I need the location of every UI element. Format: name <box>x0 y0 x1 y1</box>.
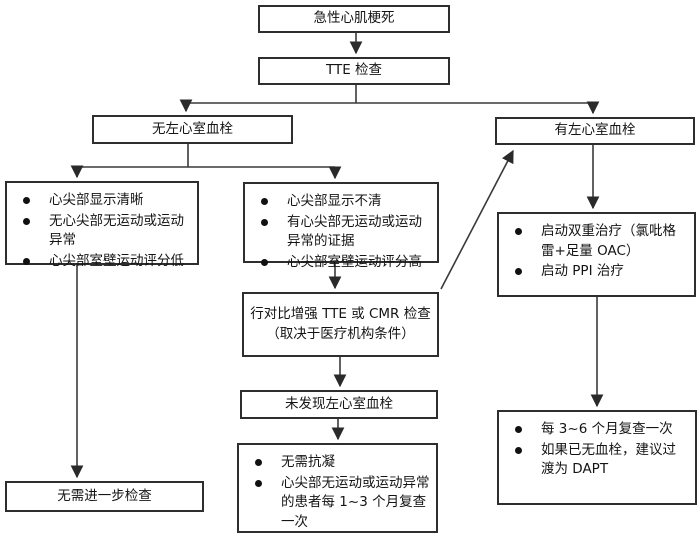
bullet-item: 如果已无血栓，建议过渡为 DAPT <box>499 441 689 480</box>
node-mid-criteria: 心尖部显示不清 有心尖部无运动或运动异常的证据 心尖部室壁运动评分高 <box>243 182 439 270</box>
bullet-item: 有心尖部无运动或运动异常的证据 <box>245 213 431 252</box>
no-anticoagulation-list: 无需抗凝 心尖部无运动或运动异常的患者每 1~3 个月复查一次 <box>239 445 436 540</box>
node-contrast-exam-line2: （取决于医疗机构条件） <box>266 325 415 342</box>
node-left-criteria: 心尖部显示清晰 无心尖部无运动或运动异常 心尖部室壁运动评分低 <box>5 181 199 269</box>
node-lv-thrombus: 有左心室血栓 <box>495 117 695 145</box>
followup-list: 每 3~6 个月复查一次 如果已无血栓，建议过渡为 DAPT <box>499 412 695 488</box>
node-contrast-exam: 行对比增强 TTE 或 CMR 检查 （取决于医疗机构条件） <box>242 292 439 357</box>
node-lv-thrombus-label: 有左心室血栓 <box>554 122 636 139</box>
bullet-item: 心尖部室壁运动评分高 <box>245 253 431 273</box>
bullet-item: 每 3~6 个月复查一次 <box>499 420 689 440</box>
node-no-lv-thrombus: 无左心室血栓 <box>92 115 293 144</box>
left-criteria-list: 心尖部显示清晰 无心尖部无运动或运动异常 心尖部室壁运动评分低 <box>7 183 197 279</box>
bullet-item: 无需抗凝 <box>239 453 430 473</box>
bullet-item: 无心尖部无运动或运动异常 <box>7 212 191 251</box>
bullet-item: 心尖部无运动或运动异常的患者每 1~3 个月复查一次 <box>239 474 430 533</box>
node-no-lv-thrombus-label: 无左心室血栓 <box>152 120 233 137</box>
node-tte-exam: TTE 检查 <box>258 57 450 85</box>
node-acute-mi: 急性心肌梗死 <box>258 5 450 33</box>
mid-criteria-list: 心尖部显示不清 有心尖部无运动或运动异常的证据 心尖部室壁运动评分高 <box>245 184 437 280</box>
bullet-item: 启动 PPI 治疗 <box>499 262 688 282</box>
node-contrast-exam-line1: 行对比增强 TTE 或 CMR 检查 <box>250 305 431 322</box>
node-no-further-exam-label: 无需进一步检查 <box>57 487 152 504</box>
bullet-item: 心尖部显示清晰 <box>7 191 191 211</box>
node-tte-exam-label: TTE 检查 <box>325 62 383 79</box>
bullet-item: 心尖部室壁运动评分低 <box>7 252 191 272</box>
node-followup: 每 3~6 个月复查一次 如果已无血栓，建议过渡为 DAPT <box>497 410 697 505</box>
node-no-lv-thrombus-found: 未发现左心室血栓 <box>240 390 438 419</box>
dual-therapy-list: 启动双重治疗（氯吡格雷+足量 OAC） 启动 PPI 治疗 <box>499 214 694 290</box>
node-no-further-exam: 无需进一步检查 <box>5 481 204 512</box>
node-dual-therapy: 启动双重治疗（氯吡格雷+足量 OAC） 启动 PPI 治疗 <box>497 212 696 297</box>
bullet-item: 心尖部显示不清 <box>245 192 431 212</box>
node-no-lv-thrombus-found-label: 未发现左心室血栓 <box>285 395 393 412</box>
bullet-item: 启动双重治疗（氯吡格雷+足量 OAC） <box>499 222 688 261</box>
node-acute-mi-label: 急性心肌梗死 <box>313 10 395 27</box>
node-no-anticoagulation: 无需抗凝 心尖部无运动或运动异常的患者每 1~3 个月复查一次 <box>237 443 438 533</box>
